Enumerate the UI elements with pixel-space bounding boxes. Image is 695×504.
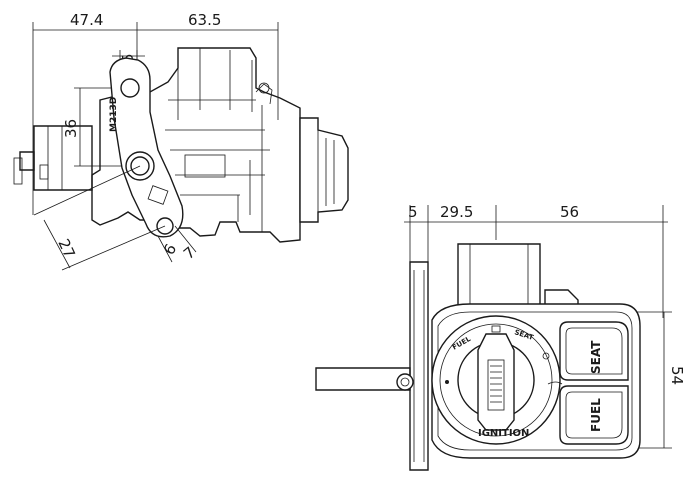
lever-top-hole bbox=[120, 78, 140, 98]
shaft-lug bbox=[396, 373, 414, 391]
dial-on-mark bbox=[491, 325, 501, 333]
ignition-label: IGNITION bbox=[478, 428, 529, 439]
top-clip-hole bbox=[258, 82, 270, 94]
dim-6-line bbox=[157, 235, 173, 263]
front-cover-inner bbox=[437, 311, 633, 451]
dim-47-4: 47.4 bbox=[70, 11, 103, 29]
seat-button[interactable] bbox=[559, 321, 629, 381]
flange-ribs bbox=[413, 270, 425, 462]
dial-seat-mark bbox=[542, 352, 550, 360]
fuel-button-label: FUEL bbox=[589, 398, 603, 432]
dim-56: 56 bbox=[560, 203, 579, 221]
fuel-button-inner bbox=[565, 391, 623, 439]
part-code: M213D bbox=[109, 97, 119, 132]
dim-27-line bbox=[43, 219, 71, 269]
knob-side bbox=[299, 117, 349, 223]
dim-6: 6 bbox=[160, 241, 180, 258]
left-connector-slot bbox=[39, 164, 49, 180]
left-connector-tip bbox=[19, 151, 35, 171]
dial-ring bbox=[439, 323, 553, 437]
button-notch bbox=[547, 381, 563, 385]
key-handle[interactable] bbox=[477, 333, 515, 431]
dim-36: 36 bbox=[62, 119, 80, 138]
dim-27-ext-b bbox=[61, 225, 166, 271]
key-slot bbox=[487, 359, 505, 411]
front-view: 5 29.5 56 54 IGNITION FUEL SE bbox=[315, 203, 686, 471]
shaft bbox=[315, 367, 411, 391]
fuel-button[interactable] bbox=[559, 385, 629, 445]
dim-7: 7 bbox=[180, 243, 199, 263]
shaft-lug-hole bbox=[400, 377, 410, 387]
dim-27: 27 bbox=[54, 236, 78, 261]
housing-details bbox=[165, 48, 270, 232]
seat-button-inner bbox=[565, 327, 623, 375]
dial-lock-mark bbox=[445, 380, 449, 384]
knob-ridges bbox=[317, 130, 335, 212]
key-slot-ribs bbox=[490, 365, 502, 403]
top-clip bbox=[255, 83, 273, 105]
dim-63-5: 63.5 bbox=[188, 11, 221, 29]
seat-button-label: SEAT bbox=[589, 340, 603, 374]
dim-5-front: 5 bbox=[408, 203, 418, 221]
dim-7-line bbox=[174, 225, 197, 253]
dim-54: 54 bbox=[668, 366, 686, 385]
left-connector-ribs bbox=[47, 126, 63, 190]
left-connector-pin bbox=[13, 157, 23, 185]
side-view: 47.4 63.5 5 36 M213D bbox=[13, 11, 349, 271]
lever-arm bbox=[109, 57, 184, 238]
flange-plate bbox=[409, 261, 429, 471]
dim-27-ext-a bbox=[33, 165, 141, 216]
rear-block-lines bbox=[469, 244, 529, 308]
inner-window bbox=[184, 154, 226, 178]
dim-29-5: 29.5 bbox=[440, 203, 473, 221]
lever-slot bbox=[147, 185, 169, 205]
